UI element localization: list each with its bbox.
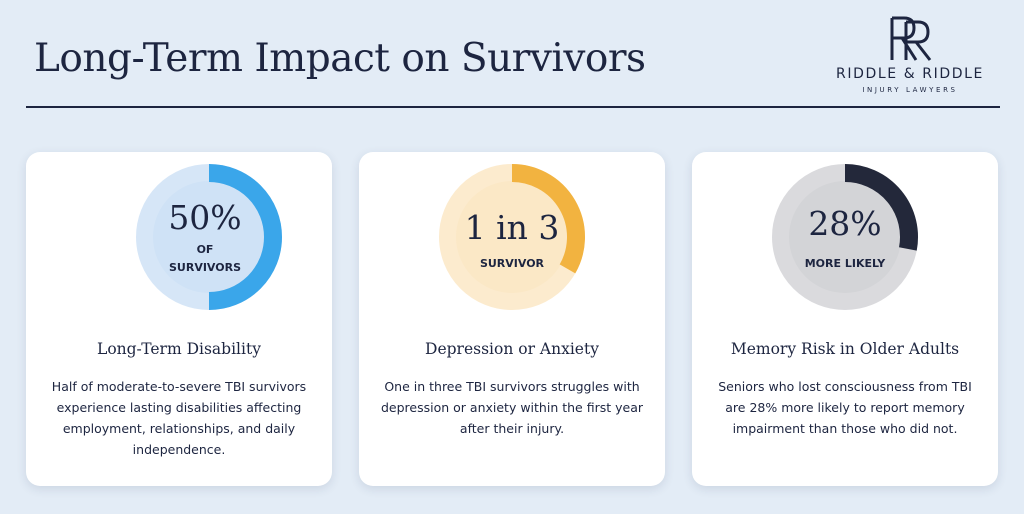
card-body: One in three TBI survivors struggles wit… [381, 379, 643, 436]
stat-card-depression: 1 in 3 SURVIVOR Depression or Anxiety On… [359, 152, 665, 486]
stat-value: 1 in 3 [464, 208, 560, 247]
ring-arc [208, 164, 282, 310]
progress-ring-graphic [136, 164, 282, 310]
logo: RIDDLE & RIDDLE INJURY LAWYERS [820, 14, 1000, 98]
ring-inner [153, 181, 265, 293]
progress-ring-graphic [772, 164, 918, 310]
progress-ring [359, 152, 665, 327]
card-heading: Long-Term Disability [97, 340, 261, 358]
stat-sublabel-line1: SURVIVOR [479, 257, 545, 270]
header-divider [26, 106, 1000, 108]
stat-sublabel-line1: OF [196, 243, 214, 256]
stat-value: 28% [808, 204, 882, 243]
riddle-monogram-icon [890, 16, 932, 61]
card-heading: Memory Risk in Older Adults [730, 340, 960, 358]
ring-arc [844, 164, 918, 251]
stat-card-disability: 50% OF SURVIVORS Long-Term Disability Ha… [26, 152, 332, 486]
progress-ring [26, 152, 332, 327]
stat-sublabel-line2: SURVIVORS [169, 261, 241, 274]
logo-tagline: INJURY LAWYERS [862, 86, 958, 94]
ring-inner [789, 181, 901, 293]
card-heading: Depression or Anxiety [425, 340, 599, 358]
ring-inner [456, 181, 568, 293]
progress-ring-graphic [439, 164, 585, 310]
card-body: Seniors who lost consciousness from TBI … [718, 379, 972, 436]
logo-name: RIDDLE & RIDDLE [836, 66, 984, 82]
page-title: Long-Term Impact on Survivors [34, 36, 646, 81]
ring-arc [511, 164, 585, 274]
stat-sublabel-line1: MORE LIKELY [804, 257, 886, 270]
stat-value: 50% [168, 198, 242, 237]
card-body: Half of moderate-to-severe TBI survivors… [51, 379, 307, 457]
progress-ring [692, 152, 998, 327]
stat-card-memory: 28% MORE LIKELY Memory Risk in Older Adu… [692, 152, 998, 486]
